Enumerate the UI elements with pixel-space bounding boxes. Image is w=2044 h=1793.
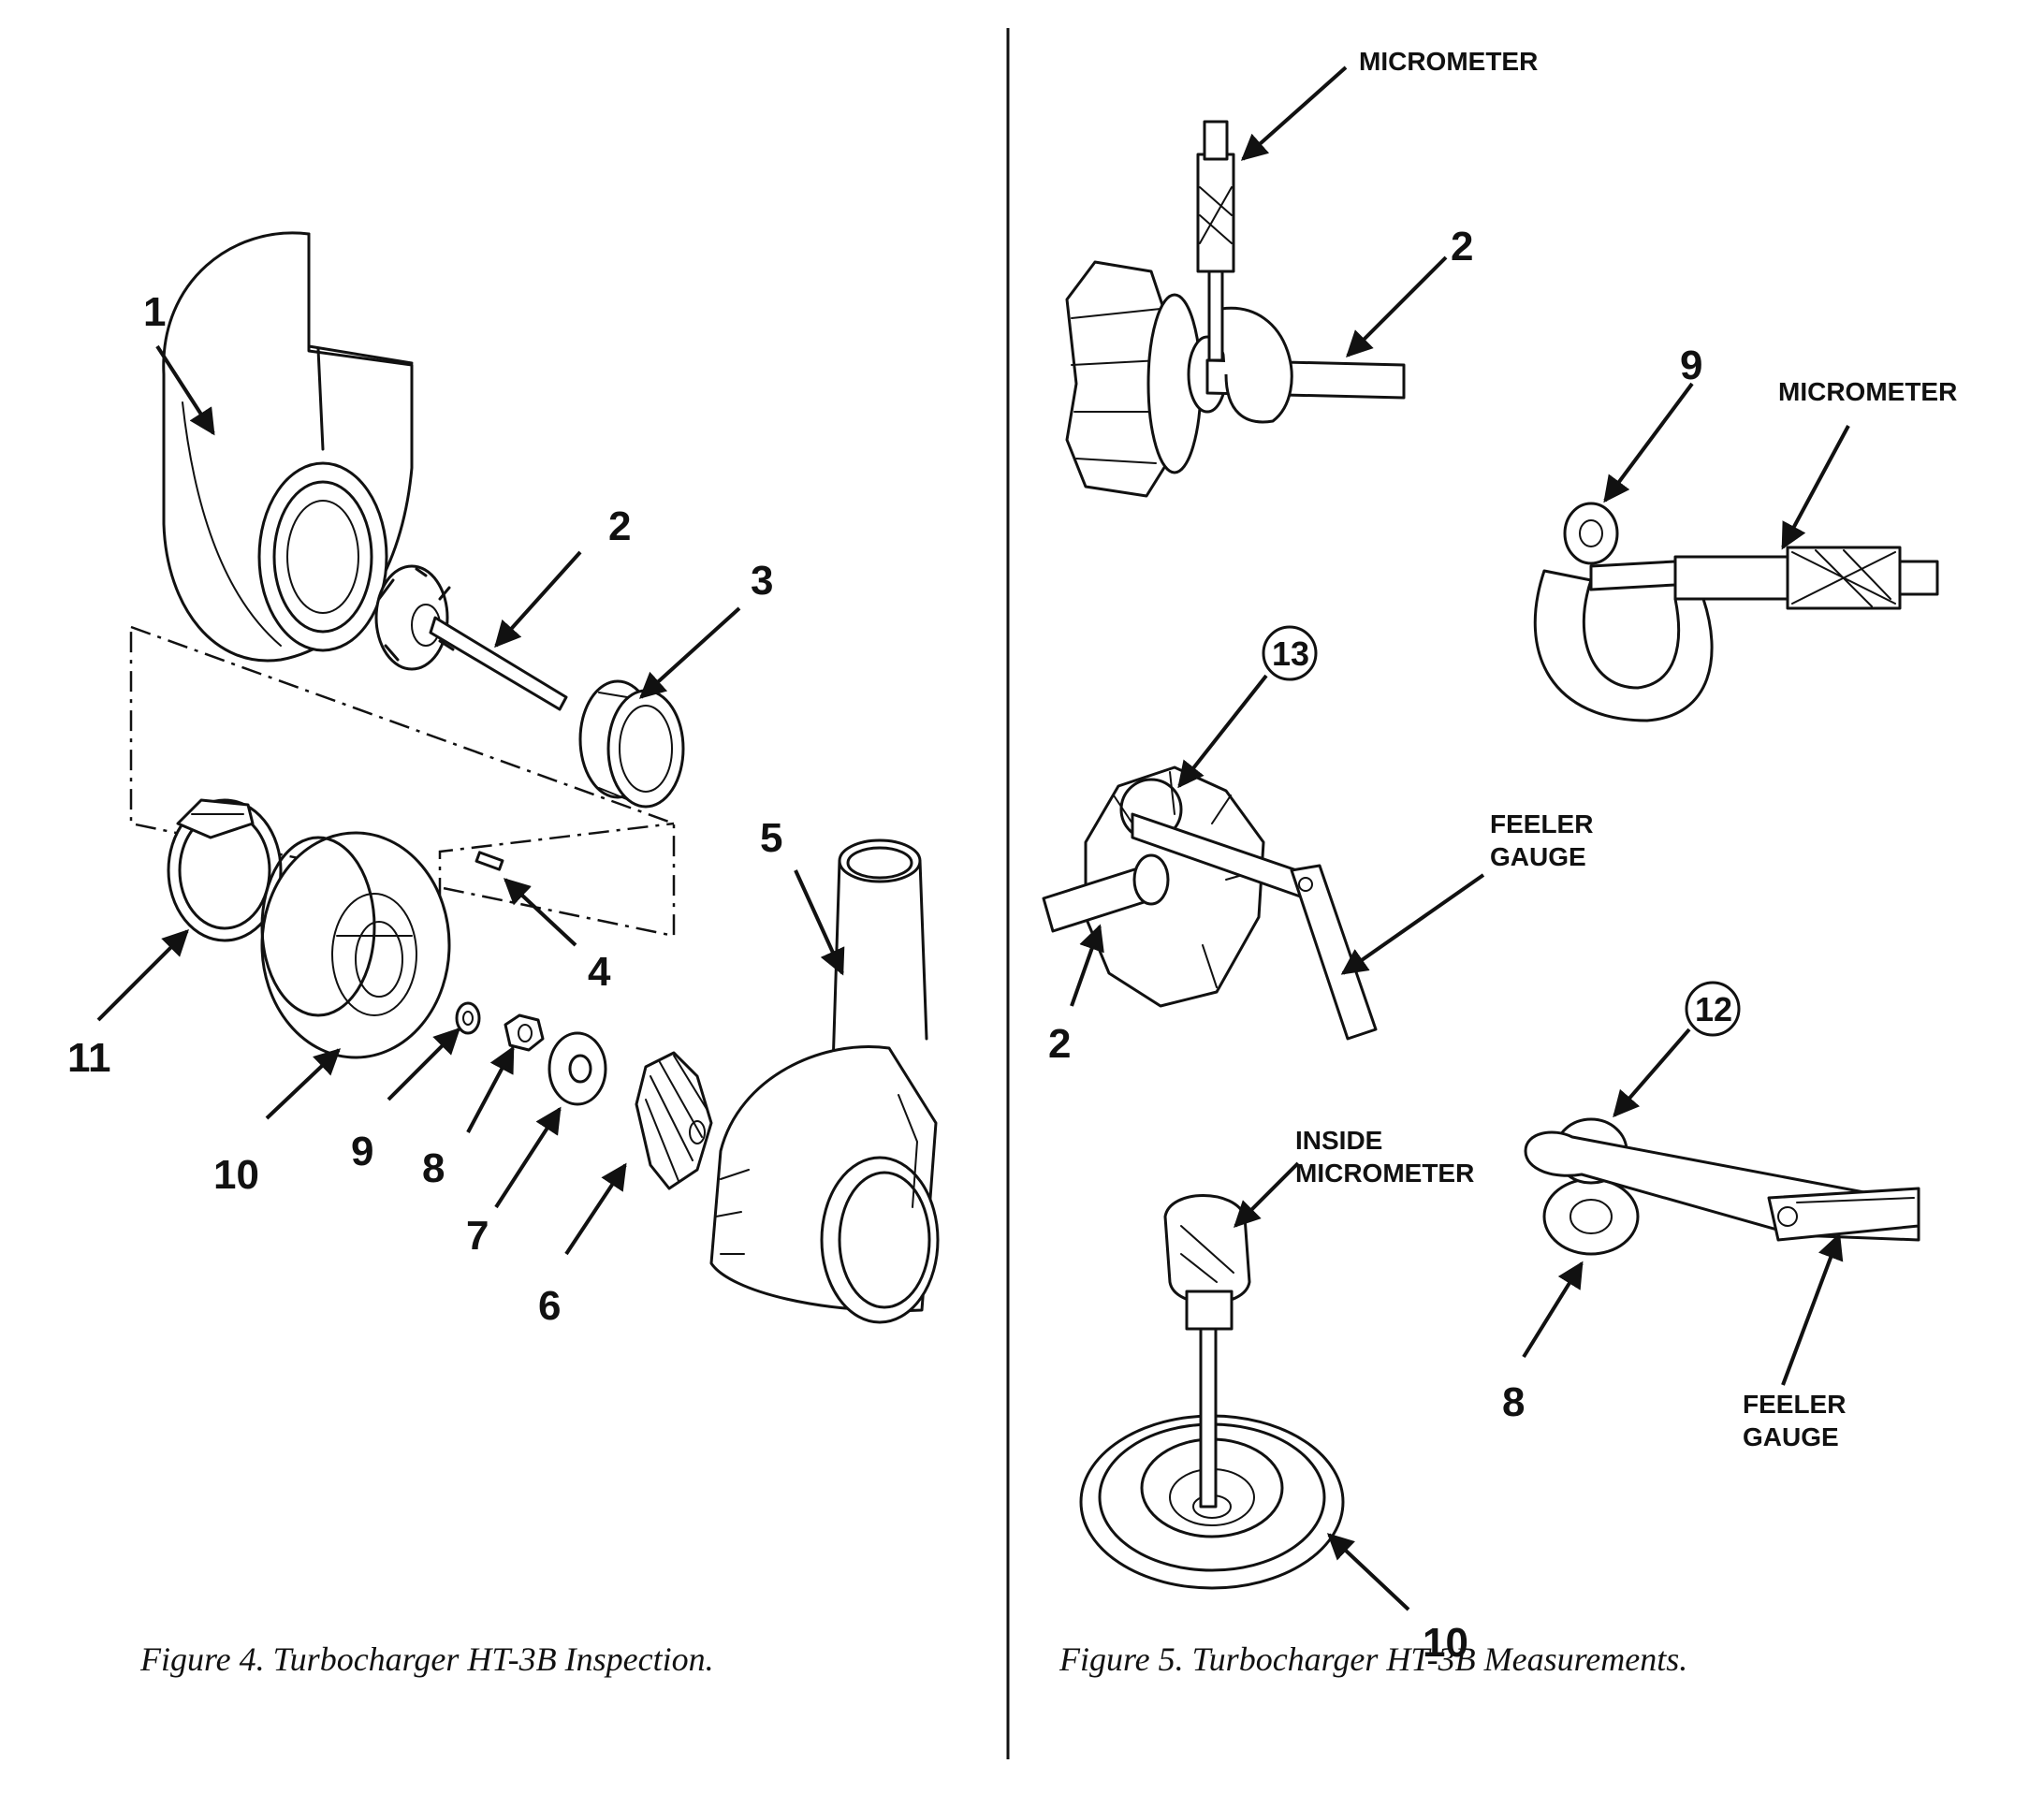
washer-ring-feeler-setup: [1524, 1117, 1920, 1256]
nut-8: [504, 1013, 545, 1052]
label-inside-micrometer-line2: MICROMETER: [1295, 1159, 1474, 1188]
callout-1: 1: [143, 289, 166, 335]
callout-10-bottom: 10: [1423, 1620, 1468, 1666]
turbine-housing: [162, 231, 414, 663]
phantom-line: [129, 625, 676, 938]
label-feeler-gauge-upper-line2: GAUGE: [1490, 842, 1586, 871]
figure-4: 1 2 3 4 5 6 7 8 9 10 11 Figure 4. Turboc…: [67, 231, 940, 1678]
washer-9: [455, 1001, 481, 1035]
callout-6: 6: [538, 1283, 561, 1329]
figure-4-caption: Figure 4. Turbocharger HT-3B Inspection.: [139, 1640, 714, 1678]
callout-circle-13: [1262, 625, 1318, 681]
callout-13: 13: [1272, 634, 1309, 673]
callout-circle-12: [1685, 981, 1741, 1037]
callout-5: 5: [760, 815, 782, 861]
callout-7: 7: [466, 1213, 489, 1259]
shaft-ring-feeler-setup: [1042, 765, 1378, 1041]
label-micrometer-right: MICROMETER: [1778, 377, 1957, 406]
figure-5: MICROMETER MICROMETER FEELER GAUGE INSID…: [1042, 47, 1957, 1678]
callout-3: 3: [751, 558, 773, 604]
bearing-housing-ring: [578, 679, 685, 809]
washer-7: [548, 1031, 607, 1106]
callout-4: 4: [588, 949, 611, 995]
compressor-housing: [709, 838, 940, 1324]
turbine-shaft-wheel: [374, 564, 568, 711]
callout-12: 12: [1695, 990, 1732, 1028]
callout-10: 10: [213, 1152, 259, 1198]
seal-backplate: [260, 831, 451, 1059]
figure-5-caption: Figure 5. Turbocharger HT-3B Measurement…: [1058, 1640, 1687, 1678]
callout-2-top: 2: [1451, 224, 1473, 270]
label-inside-micrometer-line1: INSIDE: [1295, 1126, 1382, 1155]
turbine-wheel-micrometer-setup: [1065, 120, 1406, 498]
callout-8: 8: [422, 1145, 445, 1191]
callout-11: 11: [67, 1035, 111, 1081]
label-micrometer-top: MICROMETER: [1359, 47, 1538, 76]
callout-2: 2: [608, 503, 631, 549]
callout-8-bottom: 8: [1502, 1379, 1525, 1425]
callout-9-right: 9: [1680, 343, 1702, 388]
pin: [474, 851, 504, 871]
callout-9: 9: [351, 1129, 373, 1174]
v-band-clamp: [167, 798, 283, 942]
washer-micrometer-setup: [1533, 502, 1939, 722]
callout-2-bottom: 2: [1048, 1021, 1071, 1067]
plate-inside-micrometer-setup: [1079, 1194, 1345, 1590]
label-feeler-gauge-lower-line1: FEELER: [1743, 1390, 1846, 1419]
compressor-wheel: [635, 1051, 713, 1190]
label-feeler-gauge-lower-line2: GAUGE: [1743, 1422, 1839, 1451]
label-feeler-gauge-upper-line1: FEELER: [1490, 809, 1593, 838]
